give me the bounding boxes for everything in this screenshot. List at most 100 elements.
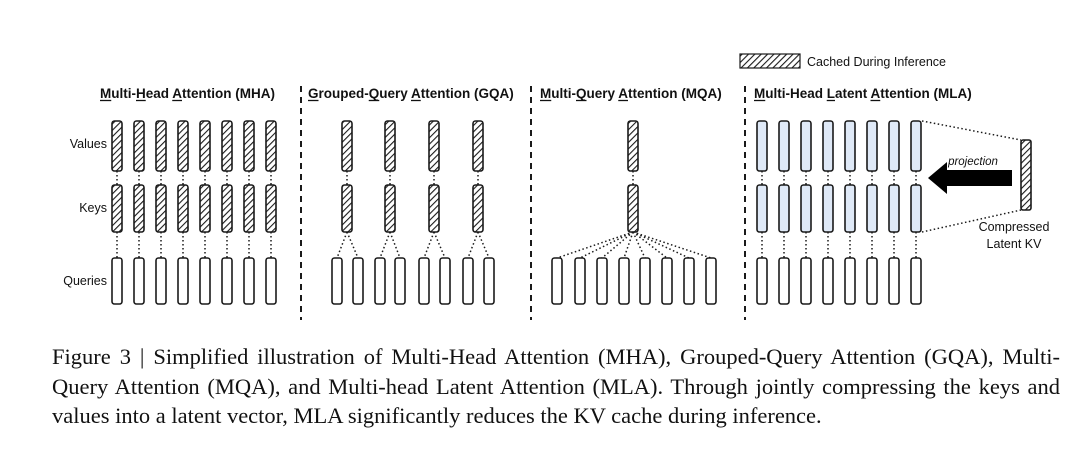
mqa-key-query-link (601, 231, 634, 259)
mla-key-head (866, 184, 878, 233)
gqa-query-head (374, 257, 386, 305)
mla-key-head (800, 184, 812, 233)
mqa-query-head (618, 257, 630, 305)
mqa-value-shared (627, 120, 639, 172)
gqa-value-group (472, 120, 484, 172)
mla-query-head (800, 257, 812, 305)
mha-query-head (177, 257, 189, 305)
gqa-key-group (472, 184, 484, 233)
mla-value-head (844, 120, 856, 172)
mha-key-head (111, 184, 123, 233)
mqa-key-query-link (632, 231, 712, 259)
mqa-query-head (551, 257, 563, 305)
mla-query-head (910, 257, 922, 305)
legend: Cached During Inference (739, 53, 946, 69)
mha-key-head (265, 184, 277, 233)
latent-kv-bracket-line (921, 120, 1022, 141)
mla-key-head (910, 184, 922, 233)
latent-kv-vector (1020, 139, 1032, 211)
mla-key-head (822, 184, 834, 233)
mla-query-head (844, 257, 856, 305)
mla-value-head (778, 120, 790, 172)
mha-query-head (243, 257, 255, 305)
mla-query-head (822, 257, 834, 305)
gqa-key-query-link (389, 231, 401, 259)
panel-title-gqa: Grouped-Query Attention (GQA) (308, 86, 514, 101)
gqa-key-query-link (423, 231, 435, 259)
mla-key-head (778, 184, 790, 233)
gqa-query-head (352, 257, 364, 305)
mha-value-head (155, 120, 167, 172)
mla-query-head (756, 257, 768, 305)
gqa-key-query-link (433, 231, 446, 259)
gqa-value-group (384, 120, 396, 172)
mha-value-head (221, 120, 233, 172)
mla-value-head (888, 120, 900, 172)
diagram-shapes (100, 99, 1032, 305)
panel-title-mla: Multi-Head Latent Attention (MLA) (754, 86, 972, 101)
mqa-key-query-link (556, 231, 634, 259)
mha-value-head (243, 120, 255, 172)
mla-query-head (778, 257, 790, 305)
projection-label: projection (947, 156, 998, 168)
mla-query-head (888, 257, 900, 305)
mqa-key-query-link (632, 231, 646, 259)
gqa-value-group (341, 120, 353, 172)
mla-value-head (910, 120, 922, 172)
mqa-query-head (683, 257, 695, 305)
mla-query-head (866, 257, 878, 305)
mha-query-head (133, 257, 145, 305)
mqa-key-shared (627, 184, 639, 233)
latent-kv-bracket-line (921, 209, 1022, 233)
latent-kv-label-line1: Compressed (979, 220, 1050, 234)
mha-value-head (265, 120, 277, 172)
gqa-key-group (341, 184, 353, 233)
panel-title-mqa: Multi-Query Attention (MQA) (540, 86, 722, 101)
mqa-query-head (705, 257, 717, 305)
mha-key-head (177, 184, 189, 233)
mqa-query-head (639, 257, 651, 305)
mha-value-head (111, 120, 123, 172)
mqa-query-head (596, 257, 608, 305)
gqa-key-query-link (467, 231, 479, 259)
mha-key-head (199, 184, 211, 233)
mha-key-head (243, 184, 255, 233)
mqa-query-head (661, 257, 673, 305)
mha-query-head (155, 257, 167, 305)
row-label-keys: Keys (79, 201, 107, 215)
mha-query-head (111, 257, 123, 305)
mha-query-head (199, 257, 211, 305)
mla-key-head (756, 184, 768, 233)
gqa-key-query-link (477, 231, 490, 259)
gqa-query-head (331, 257, 343, 305)
mla-projection: projection Compressed Latent KV (928, 156, 1049, 251)
mha-value-head (199, 120, 211, 172)
figure-caption: Figure 3 | Simplified illustration of Mu… (52, 344, 1060, 428)
row-label-queries: Queries (63, 274, 107, 288)
gqa-query-head (462, 257, 474, 305)
mqa-query-head (574, 257, 586, 305)
mla-key-head (888, 184, 900, 233)
mla-value-head (866, 120, 878, 172)
mha-query-head (221, 257, 233, 305)
mqa-key-query-link (579, 231, 634, 259)
mha-value-head (133, 120, 145, 172)
row-label-values: Values (70, 137, 107, 151)
projection-arrow (928, 162, 1012, 194)
mla-key-head (844, 184, 856, 233)
gqa-key-query-link (336, 231, 348, 259)
mla-value-head (822, 120, 834, 172)
gqa-query-head (394, 257, 406, 305)
panel-title-mha: Multi-Head Attention (MHA) (100, 86, 275, 101)
mha-value-head (177, 120, 189, 172)
mha-query-head (265, 257, 277, 305)
legend-hatched-swatch (739, 53, 801, 69)
gqa-value-group (428, 120, 440, 172)
mha-key-head (221, 184, 233, 233)
latent-kv-label-line2: Latent KV (987, 237, 1043, 251)
gqa-key-query-link (346, 231, 359, 259)
gqa-query-head (418, 257, 430, 305)
mla-value-head (756, 120, 768, 172)
gqa-key-query-link (379, 231, 391, 259)
